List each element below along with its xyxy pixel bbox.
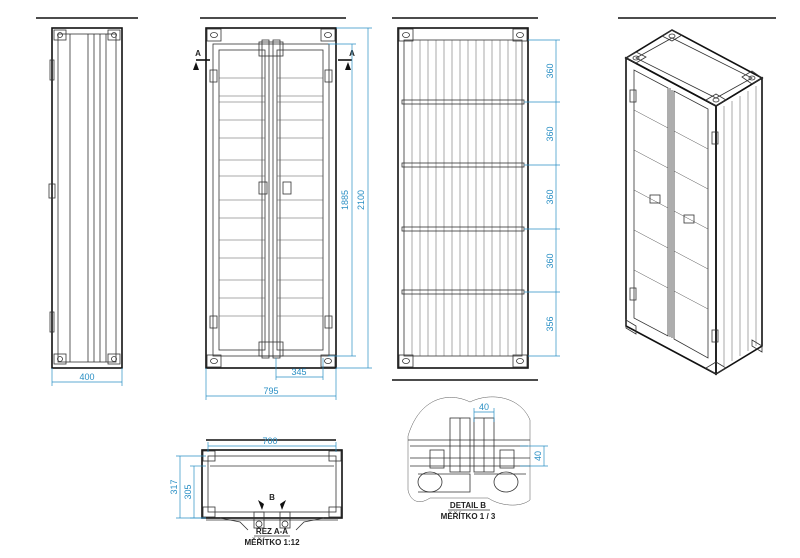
side-view: 400 [36,17,138,386]
shelf-dim-3: 360 [545,189,555,204]
section-view: B 700 317 305 ŘEZ A-A MĚŘÍTKO 1:12 [169,436,343,547]
detail-scale: MĚŘÍTKO 1 / 3 [441,512,496,521]
detail-height-dim: 40 [533,451,543,461]
isometric-view [618,17,776,376]
back-view: 360 360 360 360 356 [392,17,560,381]
shelf-dim-4: 360 [545,253,555,268]
total-height-dim: 2100 [356,190,366,210]
detail-width-dim: 40 [479,402,489,412]
section-title: ŘEZ A-A [256,527,288,536]
side-width-dim: 400 [79,372,94,382]
section-outer-height-dim: 317 [169,479,179,494]
section-marker-left: A [195,49,201,58]
detail-view: 40 40 DETAIL B MĚŘÍTKO 1 / 3 [407,396,548,521]
door-width-dim: 345 [291,367,306,377]
inner-height-dim: 1885 [340,190,350,210]
shelf-dim-1: 360 [545,63,555,78]
section-scale: MĚŘÍTKO 1:12 [244,538,300,547]
detail-title: DETAIL B [450,501,486,510]
detail-marker: B [269,493,275,502]
total-width-dim: 795 [263,386,278,396]
shelf-dim-2: 360 [545,126,555,141]
section-inner-height-dim: 305 [183,484,193,499]
section-width-dim: 700 [262,436,277,446]
shelf-dim-5: 356 [545,316,555,331]
front-view: A A 1885 2100 345 795 [193,17,372,400]
